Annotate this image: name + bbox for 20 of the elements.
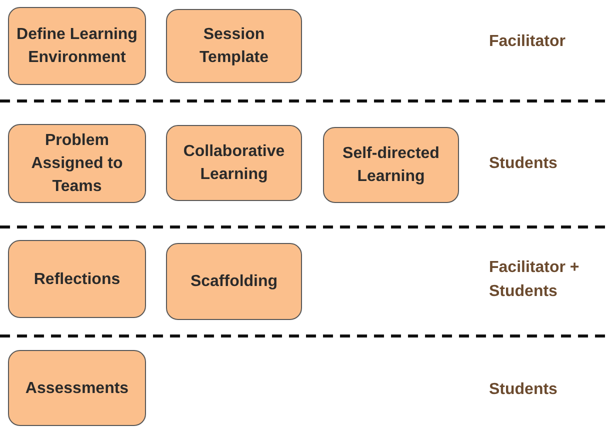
box-text: Reflections [34,270,120,290]
box-text: Session Template [198,25,270,68]
process-box [8,350,146,426]
process-box [166,9,302,83]
role-label: Facilitator [489,32,566,52]
role-label: Students [489,154,558,174]
process-box [166,243,302,320]
process-box [8,240,146,318]
box-text: Self-directed Learning [342,144,440,187]
box-text: Collaborative Learning [182,142,286,185]
role-label: Students [489,380,558,400]
box-text: Assessments [25,378,129,398]
box-text: Problem Assigned to Teams [30,131,124,197]
process-box [8,7,146,85]
process-box [323,127,459,203]
box-text: Define Learning Environment [16,25,138,68]
process-box [8,124,146,203]
role-label: Facilitator + Students [489,258,580,302]
process-box [166,125,302,201]
box-text: Scaffolding [190,272,278,292]
